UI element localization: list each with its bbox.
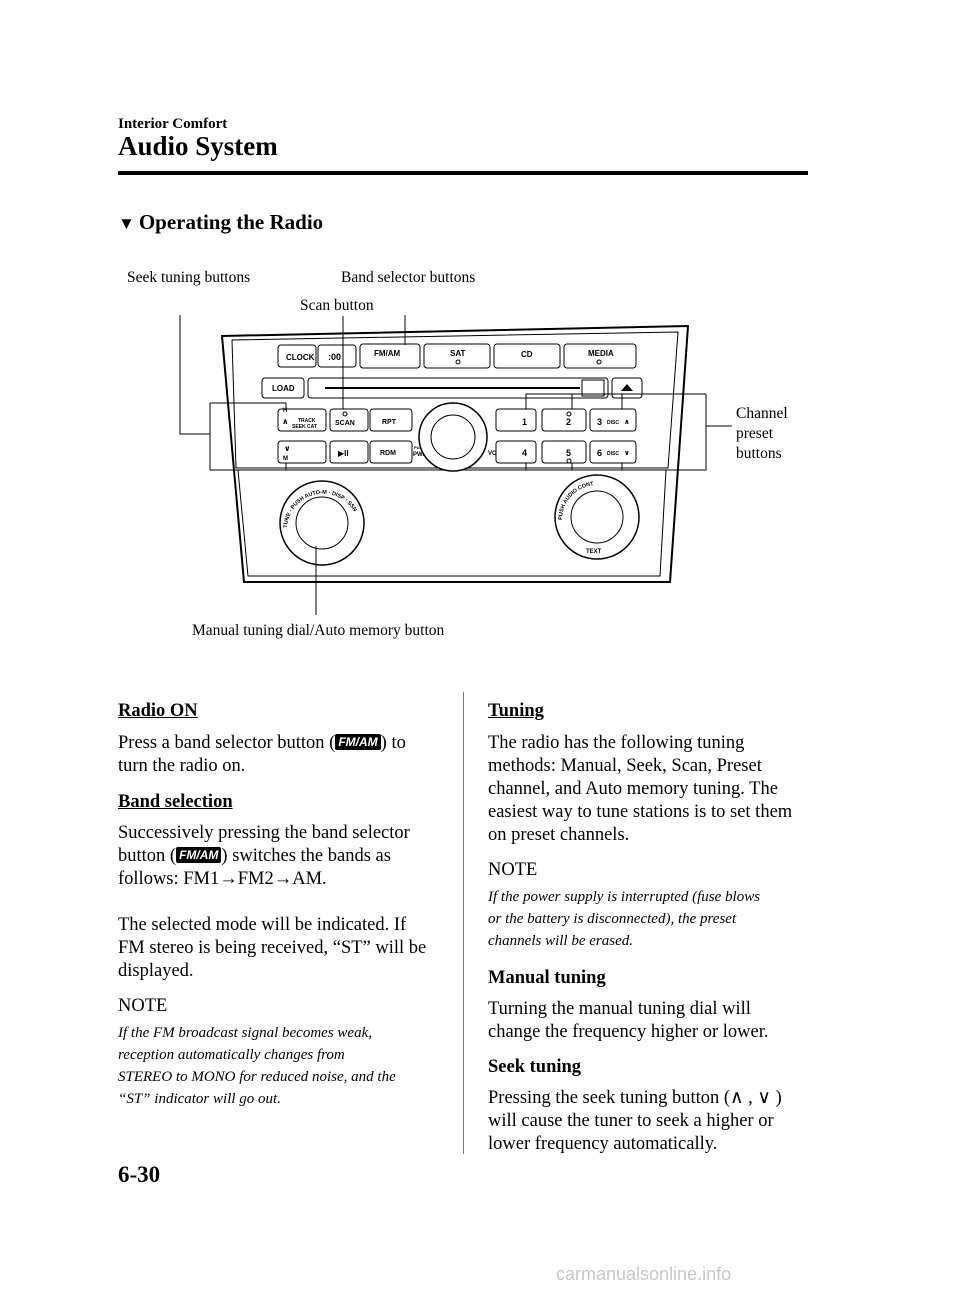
svg-text:2: 2 xyxy=(566,417,571,427)
callout-band: Band selector buttons xyxy=(341,269,476,286)
svg-text:SEEK CAT: SEEK CAT xyxy=(292,424,317,430)
right-column: Tuning The radio has the following tunin… xyxy=(488,700,818,1156)
callout-scan: Scan button xyxy=(300,297,374,314)
svg-text:PWR: PWR xyxy=(413,452,428,458)
svg-text:∨: ∨ xyxy=(284,444,291,453)
play-button xyxy=(329,440,369,464)
watermark: carmanualsonline.info xyxy=(556,1264,732,1284)
svg-text:DISC: DISC xyxy=(607,420,619,426)
seek-down-button xyxy=(277,440,327,464)
zero-button xyxy=(317,344,357,368)
svg-text:3: 3 xyxy=(597,417,602,427)
svg-text:TEXT: TEXT xyxy=(586,549,602,555)
media-button xyxy=(563,343,637,369)
svg-text:M: M xyxy=(283,456,288,462)
svg-text:RDM: RDM xyxy=(380,450,396,457)
note-text: If the FM broadcast signal becomes weak,… xyxy=(118,1025,396,1107)
page-title: Audio System xyxy=(118,131,278,161)
svg-text:DISC: DISC xyxy=(607,451,619,457)
title-divider xyxy=(118,171,808,175)
tuning-text: The radio has the following tuning metho… xyxy=(488,733,793,845)
svg-text:RPT: RPT xyxy=(382,419,397,426)
cd-logo-icon xyxy=(581,379,605,397)
triangle-down-icon: ▼ xyxy=(118,214,135,233)
svg-text:6: 6 xyxy=(597,448,602,458)
load-button xyxy=(261,377,305,399)
svg-text:SCAN: SCAN xyxy=(335,420,355,427)
svg-text:1: 1 xyxy=(522,417,527,427)
preset-1-button xyxy=(495,408,537,432)
svg-text:4: 4 xyxy=(522,448,527,458)
seek-up-button xyxy=(277,408,327,432)
band-selection-heading: Band selection xyxy=(118,792,233,812)
scan-button xyxy=(329,408,369,432)
fmam-button xyxy=(359,343,421,369)
callout-channel-2: preset xyxy=(736,425,774,442)
fmam-panel-label: FM/AM xyxy=(374,349,401,358)
rpt-button xyxy=(369,408,413,432)
radio-on-heading: Radio ON xyxy=(118,701,198,721)
preset-6-button xyxy=(589,440,637,464)
volume-knob-inner xyxy=(430,414,476,460)
clock-label: CLOCK xyxy=(286,353,315,362)
manual-tuning-text: Turning the manual tuning dial will chan… xyxy=(488,999,769,1042)
callout-seek: Seek tuning buttons xyxy=(127,269,251,286)
svg-text:VOL: VOL xyxy=(488,451,501,457)
preset-2-button xyxy=(541,408,587,432)
callout-manual: Manual tuning dial/Auto memory button xyxy=(192,622,445,639)
radio-panel-figure: CLOCK :00 FM/AM SAT CD MEDIA LOAD H ∧ TR… xyxy=(179,315,732,615)
svg-text:TRACK: TRACK xyxy=(298,418,316,424)
tuning-heading: Tuning xyxy=(488,701,544,721)
svg-text:∨: ∨ xyxy=(624,450,630,457)
eject-icon xyxy=(621,384,633,391)
audio-dial-inner xyxy=(570,490,624,544)
section-heading: ▼Operating the Radio xyxy=(118,210,323,235)
cd-label: CD xyxy=(521,350,533,359)
fmam-button-icon: FM/AM xyxy=(176,847,222,863)
svg-text:∧: ∧ xyxy=(624,419,630,426)
seek-tuning-text: Pressing the seek tuning button (∧ , ∨ )… xyxy=(488,1088,782,1154)
manual-tuning-heading: Manual tuning xyxy=(488,968,606,988)
rdm-button xyxy=(369,440,413,464)
preset-4-button xyxy=(495,440,537,464)
selected-mode-text: The selected mode will be indicated. If … xyxy=(118,915,427,981)
radio-on-text: Press a band selector button (FM/AM) to … xyxy=(118,733,406,776)
svg-text:∧: ∧ xyxy=(282,417,289,426)
sat-button xyxy=(423,343,491,369)
page-number: 6-30 xyxy=(118,1162,161,1187)
heading-text: Operating the Radio xyxy=(138,210,324,234)
svg-text:PUSH: PUSH xyxy=(414,445,425,450)
svg-text:▶II: ▶II xyxy=(338,449,349,458)
section-label: Interior Comfort xyxy=(118,116,228,132)
band-selection-text: Successively pressing the band selector … xyxy=(118,823,410,889)
media-label: MEDIA xyxy=(588,349,614,358)
svg-text:5: 5 xyxy=(566,448,571,458)
left-column: Radio ON Press a band selector button (F… xyxy=(118,700,448,1110)
fmam-button-icon: FM/AM xyxy=(335,734,381,750)
column-divider xyxy=(463,692,464,1154)
preset-3-button xyxy=(589,408,637,432)
callout-channel-1: Channel xyxy=(736,405,788,422)
svg-text:H: H xyxy=(283,408,287,414)
note-text: If the power supply is interrupted (fuse… xyxy=(488,889,761,949)
seek-tuning-heading: Seek tuning xyxy=(488,1057,582,1077)
note-label: NOTE xyxy=(488,860,538,880)
sat-label: SAT xyxy=(450,349,466,358)
callout-channel-3: buttons xyxy=(736,445,782,462)
tune-dial-inner xyxy=(295,496,349,550)
clock-button xyxy=(277,344,317,368)
leader-lines xyxy=(179,315,732,615)
zero-label: :00 xyxy=(328,352,341,362)
cd-button xyxy=(493,343,561,369)
preset-5-button xyxy=(541,440,587,464)
load-label: LOAD xyxy=(272,384,295,393)
note-label: NOTE xyxy=(118,996,168,1016)
